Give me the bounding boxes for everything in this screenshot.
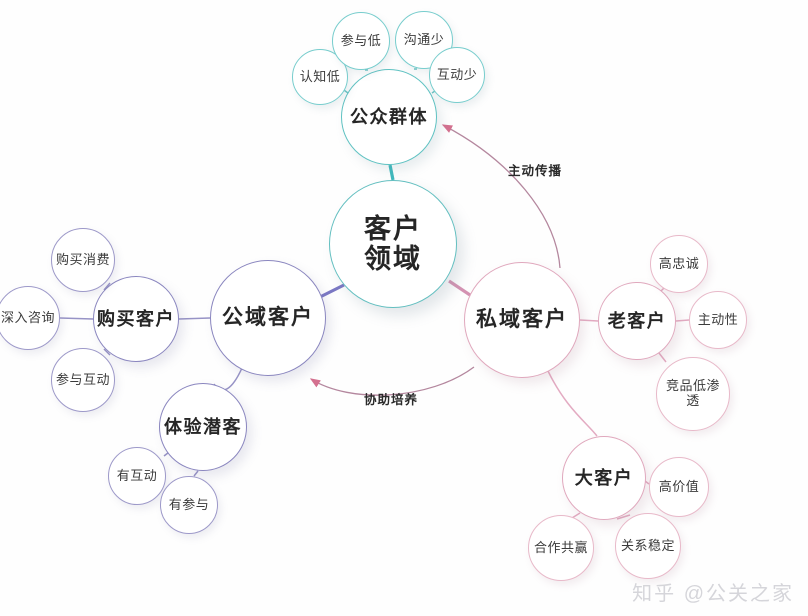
leaf-purchase-consumption-label: 购买消费 [55, 251, 110, 267]
node-private-domain-customers[interactable]: 私域客户 [464, 262, 580, 378]
leaf-win-win-cooperation[interactable]: 合作共赢 [528, 515, 594, 581]
leaf-low-interaction-label: 互动少 [436, 66, 478, 82]
leaf-low-interaction[interactable]: 互动少 [429, 47, 485, 103]
watermark: 知乎 @公关之家 [632, 583, 794, 605]
leaf-indepth-consultation[interactable]: 深入咨询 [0, 286, 60, 350]
leaf-participatory-interaction[interactable]: 参与互动 [51, 348, 115, 412]
flow-label-assist-cultivation-text: 协助培养 [364, 393, 419, 407]
node-public-domain-customers[interactable]: 公域客户 [210, 260, 326, 376]
leaf-high-value[interactable]: 高价值 [649, 457, 709, 517]
leaf-proactivity[interactable]: 主动性 [689, 291, 747, 349]
leaf-low-communication-label: 沟通少 [403, 31, 445, 47]
wire-root-to-public-domain [319, 283, 345, 299]
leaf-low-participation[interactable]: 参与低 [332, 12, 390, 70]
node-experience-prospects[interactable]: 体验潜客 [159, 383, 247, 471]
leaf-low-competitor-penetration[interactable]: 竞品低渗透 [656, 357, 730, 431]
wire-root-to-public-group [388, 164, 395, 181]
leaf-win-win-cooperation-label: 合作共赢 [533, 539, 588, 555]
node-purchasing-customers[interactable]: 购买客户 [93, 276, 179, 362]
flow-label-assist-cultivation: 协助培养 [364, 389, 418, 408]
node-loyal-customers[interactable]: 老客户 [598, 282, 676, 360]
leaf-proactivity-label: 主动性 [697, 311, 739, 327]
node-public-group[interactable]: 公众群体 [341, 69, 437, 165]
node-public-domain-customers-label: 公域客户 [222, 306, 314, 330]
node-private-domain-customers-label: 私域客户 [476, 308, 568, 332]
node-purchasing-customers-label: 购买客户 [97, 308, 175, 329]
leaf-participatory-interaction-label: 参与互动 [55, 371, 110, 387]
leaf-purchase-consumption[interactable]: 购买消费 [51, 228, 115, 292]
leaf-stable-relationship[interactable]: 关系稳定 [615, 513, 681, 579]
flow-label-active-dissemination: 主动传播 [508, 160, 562, 179]
leaf-has-participation[interactable]: 有参与 [160, 476, 218, 534]
node-loyal-customers-label: 老客户 [607, 310, 667, 331]
leaf-has-participation-label: 有参与 [168, 496, 210, 512]
node-key-accounts-label: 大客户 [574, 467, 634, 488]
leaf-has-interaction-label: 有互动 [116, 467, 158, 483]
leaf-high-value-label: 高价值 [658, 478, 700, 494]
leaf-has-interaction[interactable]: 有互动 [108, 447, 166, 505]
leaf-low-competitor-penetration-label: 竞品低渗透 [665, 378, 720, 408]
flow-arrow-active-dissemination [441, 124, 561, 269]
flow-label-active-dissemination-text: 主动传播 [508, 164, 563, 178]
leaf-low-awareness-label: 认知低 [299, 68, 341, 84]
node-experience-prospects-label: 体验潜客 [164, 416, 242, 437]
leaf-high-loyalty-label: 高忠诚 [658, 255, 700, 271]
leaf-high-loyalty[interactable]: 高忠诚 [650, 235, 708, 293]
node-public-group-label: 公众群体 [350, 106, 428, 127]
leaf-indepth-consultation-label: 深入咨询 [0, 309, 55, 325]
node-root-label: 客户 领域 [364, 213, 422, 274]
node-key-accounts[interactable]: 大客户 [562, 436, 646, 520]
leaf-low-participation-label: 参与低 [340, 32, 382, 48]
wire-root-to-private-domain [448, 279, 471, 297]
leaf-stable-relationship-label: 关系稳定 [620, 537, 675, 553]
node-root-customer-domain[interactable]: 客户 领域 [329, 180, 457, 308]
